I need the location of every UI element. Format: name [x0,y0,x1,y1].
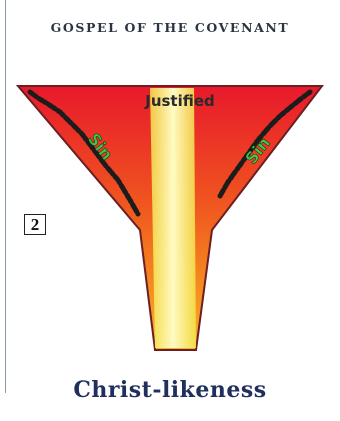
left-border-line [5,0,6,393]
light-beam [150,88,196,348]
sin-band-right [217,89,313,199]
sin-band-left [27,89,141,217]
christ-likeness-label: Christ-likeness [73,377,267,403]
page-title: GOSPEL OF THE COVENANT [50,20,290,35]
slide-number-box: 2 [24,214,46,235]
justified-label: Justified [144,92,215,110]
